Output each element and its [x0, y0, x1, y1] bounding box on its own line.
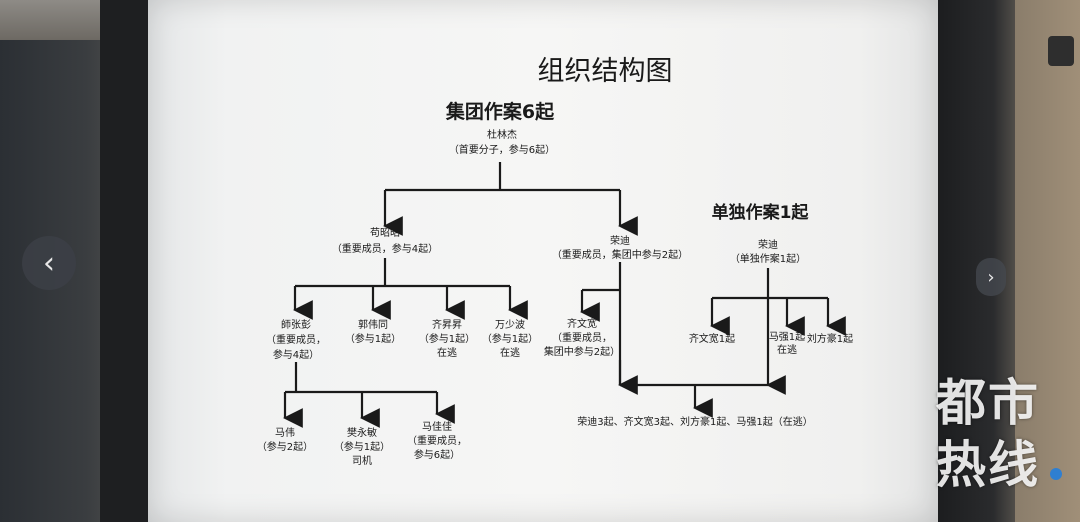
- node-qishengsheng-name: 齐昇昇: [432, 318, 462, 331]
- node-qishengsheng-note: （参与1起）: [419, 332, 475, 345]
- node-wanshaobo-name: 万少波: [495, 318, 525, 331]
- node-shizhangpeng-name: 師张彭: [281, 318, 311, 331]
- node-rongdi-name: 荣迪: [610, 235, 630, 247]
- watermark-line2: 热线: [936, 436, 1040, 494]
- node-dulinjie-note: （首要分子，参与6起）: [449, 143, 555, 156]
- node-mawei-note: （参与2起）: [257, 440, 313, 453]
- presentation-screen: [148, 0, 938, 522]
- node-solo-liufanghao: 刘方豪1起: [807, 332, 853, 345]
- node-guoweigang-name: 郭伟同: [358, 318, 388, 331]
- previous-slide-button[interactable]: ‹: [22, 236, 76, 290]
- node-solo-maqiang-name: 马强1起: [769, 331, 805, 343]
- next-slide-button[interactable]: ›: [976, 258, 1006, 296]
- node-wanshaobo-status: 在逃: [500, 346, 520, 359]
- node-qiwenkuan-line2: （重要成员，: [552, 331, 612, 344]
- node-fanyongmin-note: （参与1起）: [334, 440, 390, 453]
- node-fanyongmin-name: 樊永敏: [347, 426, 377, 439]
- node-shuaizhaozhao-note: （重要成员，参与4起）: [332, 242, 438, 255]
- node-rongdi-solo-note: （单独作案1起）: [730, 252, 806, 265]
- node-wanshaobo-note: （参与1起）: [482, 332, 538, 345]
- node-majiajia-line3: 参与6起）: [414, 448, 460, 461]
- watermark-line1: 都市: [936, 374, 1040, 432]
- node-solo-maqiang-status: 在逃: [777, 343, 797, 356]
- chevron-right-icon: ›: [987, 266, 995, 288]
- node-shizhangpeng-line2: （重要成员，: [266, 333, 326, 346]
- node-shuaizhaozhao-name: 苟昭昭: [370, 226, 400, 239]
- node-guoweigang-note: （参与1起）: [345, 332, 401, 345]
- node-qishengsheng-status: 在逃: [437, 346, 457, 359]
- node-shizhangpeng-line3: 参与4起）: [273, 348, 319, 361]
- solo-heading: 单独作案1起: [712, 202, 810, 223]
- node-solo-qiwenkuan: 齐文宽1起: [689, 332, 735, 345]
- group-heading: 集团作案6起: [445, 100, 555, 123]
- node-qiwenkuan-line3: 集团中参与2起）: [544, 345, 620, 358]
- node-majiajia-line2: （重要成员，: [407, 434, 467, 447]
- node-rongdi-solo-name: 荣迪: [758, 239, 778, 251]
- node-rongdi-note: （重要成员，集团中参与2起）: [552, 248, 688, 261]
- node-qiwenkuan-name: 齐文宽: [567, 317, 597, 330]
- node-dulinjie-name: 杜林杰: [487, 128, 517, 141]
- node-majiajia-name: 马佳佳: [422, 420, 452, 433]
- watermark-logo: 都市 热线: [936, 372, 1066, 512]
- camera-icon: [1048, 36, 1074, 66]
- chevron-left-icon: ‹: [43, 245, 55, 281]
- node-mawei-name: 马伟: [275, 426, 295, 439]
- wall: [1015, 0, 1080, 522]
- page-title: 组织结构图: [538, 56, 673, 87]
- watermark-mascot-icon: [1050, 468, 1062, 480]
- summary-line: 荣迪3起、齐文宽3起、刘方豪1起、马强1起（在逃）: [577, 415, 812, 428]
- node-fanyongmin-role: 司机: [352, 454, 372, 467]
